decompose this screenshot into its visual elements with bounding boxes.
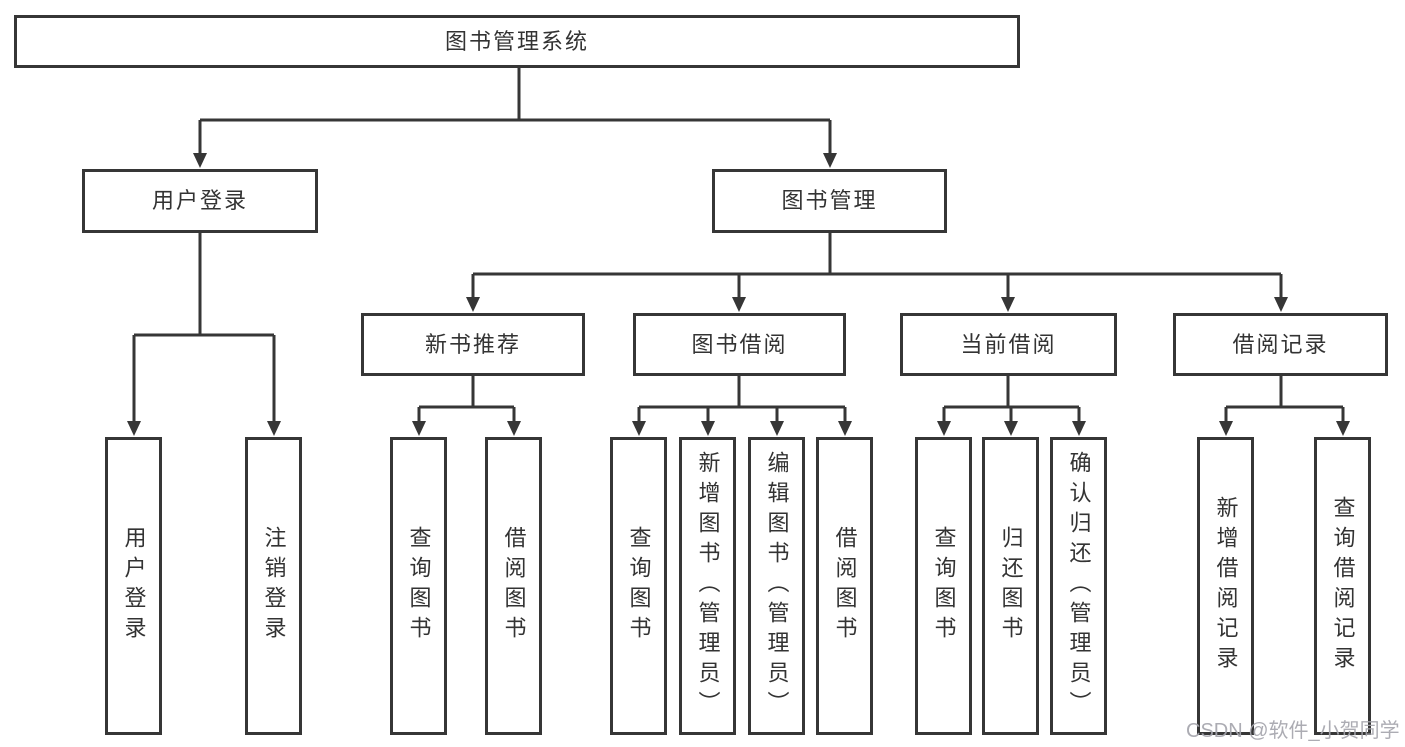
leaf-borrow-borrow-books: 借阅图书 [816,437,873,735]
node-root-system: 图书管理系统 [14,15,1020,68]
arrowhead [701,421,715,436]
arrowhead [412,421,426,436]
leaf-recommend-query-books: 查询图书 [390,437,447,735]
node-new-book-recommend: 新书推荐 [361,313,585,376]
edge-mgmt-to-level3 [471,233,1283,298]
arrowhead [507,421,521,436]
edge-login-to-leaves [132,233,276,422]
leaf-borrow-edit-books-admin: 编辑图书（管理员） [748,437,805,735]
leaf-recommend-borrow-books: 借阅图书 [485,437,542,735]
node-book-borrow: 图书借阅 [633,313,846,376]
arrowhead [838,421,852,436]
leaf-logout: 注销登录 [245,437,302,735]
leaf-current-confirm-return-admin: 确认归还（管理员） [1050,437,1107,735]
leaf-current-query-books: 查询图书 [915,437,972,735]
arrowhead [770,421,784,436]
leaf-user-login: 用户登录 [105,437,162,735]
arrowhead [1336,421,1350,436]
leaf-records-query: 查询借阅记录 [1314,437,1371,735]
arrowhead [632,421,646,436]
leaf-borrow-add-books-admin: 新增图书（管理员） [679,437,736,735]
csdn-watermark: CSDN @软件_小贺同学 [1186,720,1400,742]
node-current-borrow: 当前借阅 [900,313,1117,376]
arrowhead [732,297,746,312]
arrowhead [1274,297,1288,312]
arrowhead [267,421,281,436]
arrowhead [1004,421,1018,436]
edge-current-to-leaves [942,376,1081,422]
edge-borrow-to-leaves [637,376,847,422]
leaf-borrow-query-books: 查询图书 [610,437,667,735]
edge-recommend-to-leaves [417,376,516,422]
arrowhead [1219,421,1233,436]
leaf-current-return-books: 归还图书 [982,437,1039,735]
edge-root-to-level2 [198,68,832,153]
node-book-management: 图书管理 [712,169,947,233]
edge-records-to-leaves [1224,376,1345,422]
arrowhead [127,421,141,436]
node-user-login: 用户登录 [82,169,318,233]
arrowhead [466,297,480,312]
arrowhead [937,421,951,436]
arrowhead [193,153,207,168]
arrowhead [823,153,837,168]
arrowhead [1001,297,1015,312]
leaf-records-add: 新增借阅记录 [1197,437,1254,735]
arrowhead [1072,421,1086,436]
node-borrow-records: 借阅记录 [1173,313,1388,376]
